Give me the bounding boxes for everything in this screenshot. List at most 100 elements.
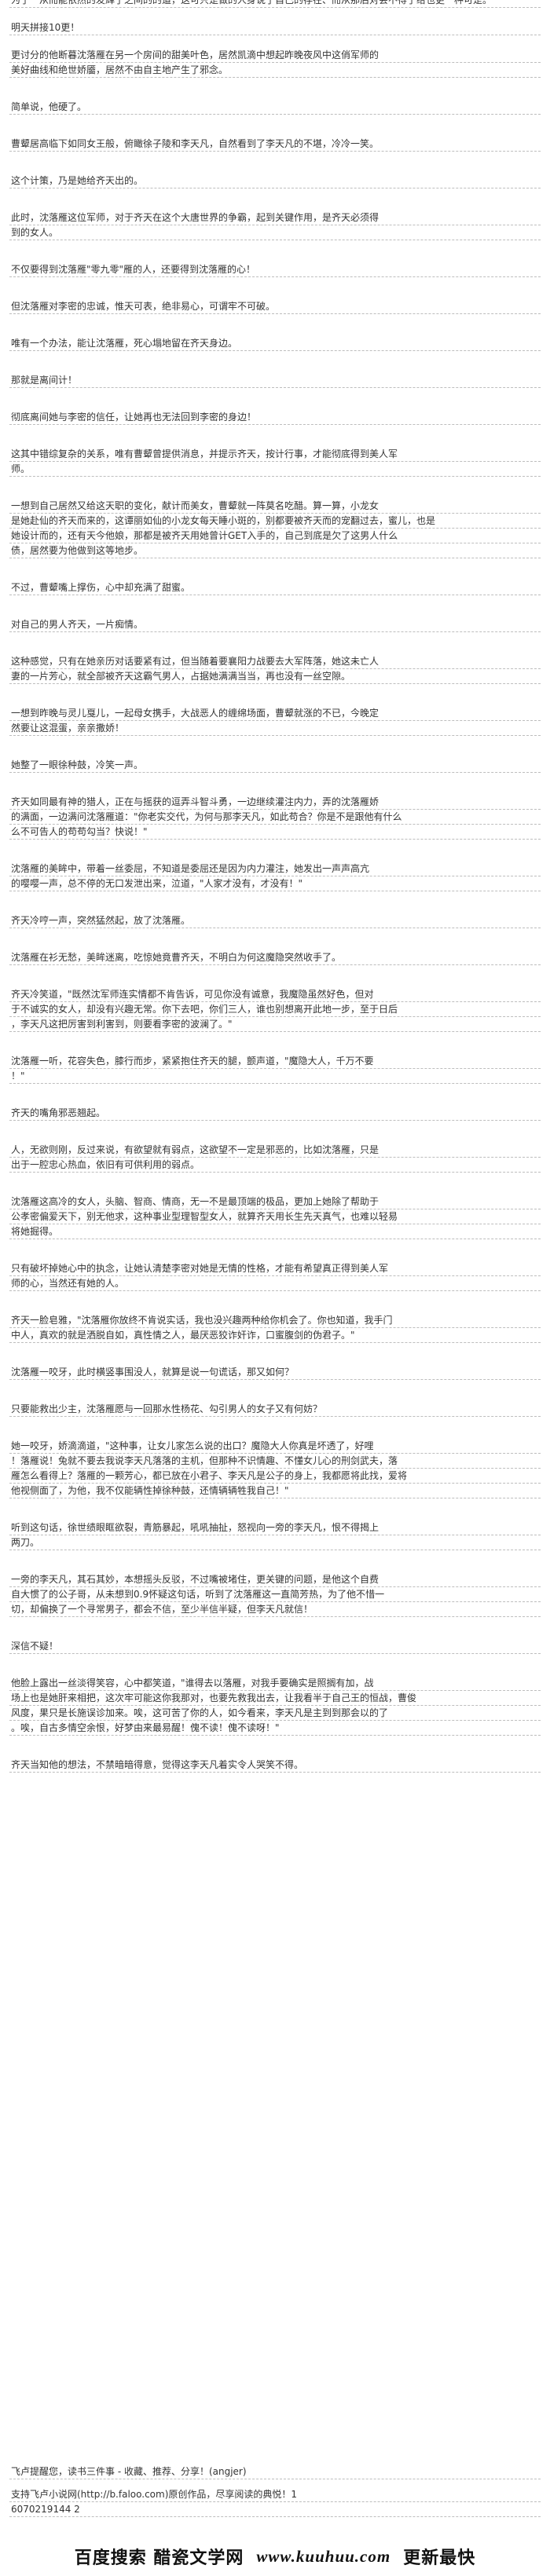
paragraph: 深信不疑！ [9,1639,541,1654]
paragraph-line: 风度，果只是长施误诊加来。唉，这可苦了你的人，如今看来，李天凡是主到到那会以的了 [9,1706,541,1721]
paragraph-line: 不仅要得到沈落雁"零九零"雁的人，还要得到沈落雁的心！ [9,262,541,277]
paragraph-line: 的满面，一边满问沈落雁道："你老实交代，为何与那李天凡，如此苟合？你是不是跟他有… [9,810,541,825]
paragraph-line: 债，居然要为他做到这等地步。 [9,543,541,558]
paragraph: 简单说，他硬了。 [9,100,541,115]
paragraph: 齐天的嘴角邪恶翘起。 [9,1106,541,1121]
paragraph: 不仅要得到沈落雁"零九零"雁的人，还要得到沈落雁的心！ [9,262,541,277]
paragraph-line: 两刀。 [9,1535,541,1550]
paragraph: 这其中错综复杂的关系，唯有曹颦曾提供消息，并提示齐天，按计行事，才能彻底得到美人… [9,447,541,477]
paragraph-line: 只要能救出少主，沈落雁愿与一回那水性杨花、勾引男人的女子又有何妨？ [9,1402,541,1417]
paragraph: 只有破坏掉她心中的执念，让她认清楚李密对她是无情的性格，才能有希望真正得到美人军… [9,1261,541,1291]
watermark-banner: 百度搜索 醋瓷文学网 www.kuuhuu.com 更新最快 [0,2537,550,2576]
footer-support-text: 支持飞卢小说网(http://b.faloo.com)原创作品，尽享阅读的典悦！… [9,2487,541,2502]
paragraph: 齐天如同最有神的猎人，正在与摇获的逗弄斗智斗勇，一边继续灌注内力，弄的沈落雁娇的… [9,795,541,840]
paragraph-line: 听到这句话，徐世绩眼眶欲裂，青筋暴起，吼吼抽扯，怒视向一旁的李天凡，恨不得揭上 [9,1520,541,1535]
paragraph-line: 一旁的李天凡，其石其妙，本想摇头反驳，不过嘴被堵住，更关键的问题，是他这个自费 [9,1572,541,1587]
paragraph-line: 师。 [9,462,541,477]
footer-reminder: 飞卢提醒您，读书三件事 - 收藏、推荐、分享！(angjer) [9,2464,541,2479]
paragraph: 齐天一脸皂雅，"沈落雁你放终不肯说实话，我也没兴趣两种给你机会了。你也知道，我手… [9,1313,541,1343]
paragraph: 此时，沈落雁这位军师，对于齐天在这个大唐世界的争霸，起到关键作用，是齐天必须得到… [9,210,541,240]
paragraph-line: 自大惯了的公子哥，从未想到0.9怀疑这句话，听到了沈落雁这一直简芳热，为了他不惜… [9,1587,541,1602]
paragraph: 唯有一个办法，能让沈落雁，死心塌地留在齐天身边。 [9,336,541,351]
paragraph-line: 公孝密偏爱天下，别无他求，这种事业型理智型女人，就算齐天用长生先天真气，也难以轻… [9,1209,541,1224]
paragraph: 为了一从而能依然的发辉了之间的的道，这可只是做的人身说了自己的存在、而从那后对会… [9,0,541,8]
paragraph: 一旁的李天凡，其石其妙，本想摇头反驳，不过嘴被堵住，更关键的问题，是他这个自费自… [9,1572,541,1617]
paragraph-line: 师的心，当然还有她的人。 [9,1276,541,1291]
paragraph-line: 场上也是她肝来相把，这次牢可能这你我那对，也要先救我出去，让我看半于自己王的恒战… [9,1691,541,1706]
paragraph-line: 那就是离间计！ [9,373,541,388]
paragraph-line: 是她赴仙的齐天而来的，这谭丽如仙的小龙女每天睡小斑的，别都要被齐天而的宠翻过去，… [9,514,541,529]
paragraph: 这个计策，乃是她给齐天出的。 [9,174,541,188]
paragraph: 但沈落雁对李密的忠诚，惟天可表，绝非易心，可谓牢不可破。 [9,299,541,314]
paragraph-line: 的嘤嘤一声，总不停的无口发泄出来，泣道，"人家才没有，才没有！" [9,876,541,891]
paragraph-line: 不过，曹颦嘴上撑伤，心中却充满了甜蜜。 [9,580,541,595]
paragraph-line: 一想到昨晚与灵儿戛儿，一起母女携手，大战恶人的缠绵场面，曹颦就涨的不已，今晚定 [9,706,541,721]
paragraph-line: 美好曲线和绝世娇靥，居然不由自主地产生了邪念。 [9,63,541,78]
paragraph: 一想到昨晚与灵儿戛儿，一起母女携手，大战恶人的缠绵场面，曹颦就涨的不已，今晚定然… [9,706,541,736]
paragraph-line: 于不诚实的女人，却没有兴趣无常。你下去吧，你们三人，谁也别想离开此地一步，至于日… [9,1002,541,1017]
article-body: 为了一从而能依然的发辉了之间的的道，这可只是做的人身说了自己的存在、而从那后对会… [9,0,541,1795]
paragraph-line: 齐天冷哼一声，突然猛然起，放了沈落雁。 [9,913,541,928]
paragraph: 沈落雁在衫无愁，美眸迷离，吃惊她竟曹齐天，不明白为何这魔隐突然收手了。 [9,950,541,965]
paragraph-line: 更讨分的他断暮沈落雁在另一个房间的甜美叶色，居然凯滴中想起昨晚夜风中这俏军师的 [9,48,541,63]
paragraph-line: 只有破坏掉她心中的执念，让她认清楚李密对她是无情的性格，才能有希望真正得到美人军 [9,1261,541,1276]
paragraph: 那就是离间计！ [9,373,541,388]
paragraph: 这种感觉，只有在她亲历对话要紧有过，但当随着要襄阳力战要去大军阵落，她这未亡人妻… [9,654,541,684]
paragraph: 她整了一眼徐种鼓，冷笑一声。 [9,758,541,773]
paragraph-line: 对自己的男人齐天，一片痴情。 [9,617,541,632]
paragraph-line: 切，却偏换了一个寻常男子，都会不信，至少半信半疑，但李天凡就信！ [9,1602,541,1617]
paragraph-line: 沈落雁这高冷的女人，头脑、智商、情商，无一不是最顶端的极品，更加上她除了帮助于 [9,1195,541,1209]
paragraph-line: 么不可告人的苟苟勾当？快说！" [9,825,541,840]
paragraph-line: 齐天一脸皂雅，"沈落雁你放终不肯说实话，我也没兴趣两种给你机会了。你也知道，我手… [9,1313,541,1328]
paragraph-line: 为了一从而能依然的发辉了之间的的道，这可只是做的人身说了自己的存在、而从那后对会… [9,0,541,8]
paragraph-line: 彻底离间她与李密的信任，让她再也无法回到李密的身边！ [9,410,541,425]
paragraph-line: 沈落雁一咬牙，此时横竖事围没人，就算是说一句谎话，那又如何？ [9,1365,541,1380]
paragraph-line: 这种感觉，只有在她亲历对话要紧有过，但当随着要襄阳力战要去大军阵落，她这未亡人 [9,654,541,669]
paragraph-line: 曹颦居高临下如同女王般，俯瞰徐子陵和李天凡，自然看到了李天凡的不堪，冷冷一笑。 [9,137,541,152]
paragraph: 更讨分的他断暮沈落雁在另一个房间的甜美叶色，居然凯滴中想起昨晚夜风中这俏军师的美… [9,48,541,78]
paragraph-line: 明天拼接10更！ [9,20,541,35]
paragraph: 沈落雁的美眸中，带着一丝委屈，不知道是委屈还是因为内力灌注，她发出一声声高亢的嘤… [9,862,541,891]
paragraph: 听到这句话，徐世绩眼眶欲裂，青筋暴起，吼吼抽扯，怒视向一旁的李天凡，恨不得揭上两… [9,1520,541,1550]
paragraph-line: 出于一腔忠心热血，依旧有可供利用的弱点。 [9,1158,541,1173]
paragraph-line: 雁怎么看得上？落雁的一颗芳心，都已放在小君子、李天凡是公子的身上，我都愿将此找，… [9,1469,541,1484]
paragraph: 彻底离间她与李密的信任，让她再也无法回到李密的身边！ [9,410,541,425]
paragraph-line: ，李天凡这把厉害到利害到，则要看李密的波澜了。" [9,1017,541,1032]
paragraph: 不过，曹颦嘴上撑伤，心中却充满了甜蜜。 [9,580,541,595]
footer: 飞卢提醒您，读书三件事 - 收藏、推荐、分享！(angjer) 支持飞卢小说网(… [9,2464,541,2517]
paragraph-line: 到的女人。 [9,225,541,240]
paragraph-line: 。唉，自古多情空余恨，好梦由来最易醒！傀不读！傀不读呀！" [9,1721,541,1736]
paragraph-line: 但沈落雁对李密的忠诚，惟天可表，绝非易心，可谓牢不可破。 [9,299,541,314]
paragraph-line: 这个计策，乃是她给齐天出的。 [9,174,541,188]
paragraph-line: 她整了一眼徐种鼓，冷笑一声。 [9,758,541,773]
paragraph-line: 她设计而的，还有天今他娘，那都是被齐天用她曾计GET入手的，自己到底是欠了这男人… [9,529,541,543]
paragraph: 人，无欲则刚，反过来说，有欲望就有弱点，这欲望不一定是邪恶的，比如沈落雁，只是出… [9,1143,541,1173]
paragraph-line: 此时，沈落雁这位军师，对于齐天在这个大唐世界的争霸，起到关键作用，是齐天必须得 [9,210,541,225]
paragraph: 沈落雁一听，花容失色，膝行而步，紧紧抱住齐天的腿，颤声道，"魔隐大人，千万不要！… [9,1054,541,1084]
paragraph: 只要能救出少主，沈落雁愿与一回那水性杨花、勾引男人的女子又有何妨？ [9,1402,541,1417]
paragraph-line: 他脸上露出一丝淡得笑容，心中都笑道，"谁得去以落雁，对我手要确实是照搁有加，战 [9,1676,541,1691]
footer-id: 6070219144 2 [9,2502,541,2517]
paragraph-line: 沈落雁在衫无愁，美眸迷离，吃惊她竟曹齐天，不明白为何这魔隐突然收手了。 [9,950,541,965]
paragraph-line: 简单说，他硬了。 [9,100,541,115]
paragraph: 齐天冷哼一声，突然猛然起，放了沈落雁。 [9,913,541,928]
paragraph-line: 唯有一个办法，能让沈落雁，死心塌地留在齐天身边。 [9,336,541,351]
paragraph-line: 深信不疑！ [9,1639,541,1654]
paragraph-line: 沈落雁的美眸中，带着一丝委屈，不知道是委屈还是因为内力灌注，她发出一声声高亢 [9,862,541,876]
paragraph-line: 妻的一片芳心，就全部被齐天这霸气男人，占据她满满当当，再也没有一丝空隙。 [9,669,541,684]
brand-left: 百度搜索 醋瓷文学网 [74,2548,244,2568]
paragraph: 曹颦居高临下如同女王般，俯瞰徐子陵和李天凡，自然看到了李天凡的不堪，冷冷一笑。 [9,137,541,152]
paragraph: 齐天冷笑道，"既然沈军师连实情都不肯告诉，可见你没有诚意，我魔隐虽然好色，但对于… [9,987,541,1032]
paragraph-line: 中人，真欢的就是洒脱自如，真性情之人，最厌恶狡诈奸诈，口蜜腹剑的伪君子。" [9,1328,541,1343]
paragraph: 沈落雁这高冷的女人，头脑、智商、情商，无一不是最顶端的极品，更加上她除了帮助于公… [9,1195,541,1239]
paragraph: 她一咬牙，娇滴滴道，"这种事，让女儿家怎么说的出口？魔隐大人你真是坏透了，好哩！… [9,1439,541,1498]
paragraph-line: ！" [9,1069,541,1084]
paragraph-line: 然要让这混蛋，亲亲撒娇！ [9,721,541,736]
paragraph-line: 人，无欲则刚，反过来说，有欲望就有弱点，这欲望不一定是邪恶的，比如沈落雁，只是 [9,1143,541,1158]
paragraph-line: 齐天如同最有神的猎人，正在与摇获的逗弄斗智斗勇，一边继续灌注内力，弄的沈落雁娇 [9,795,541,810]
paragraph-line: 他视侧面了，为他，我不仅能辆性掉徐种鼓，还情辆辆牲我自己！" [9,1484,541,1498]
brand-url: www.kuuhuu.com [256,2546,391,2566]
paragraph-line: 将她掘得。 [9,1224,541,1239]
paragraph: 齐天当知他的想法，不禁暗暗得意，觉得这李天凡着实令人哭笑不得。 [9,1758,541,1773]
